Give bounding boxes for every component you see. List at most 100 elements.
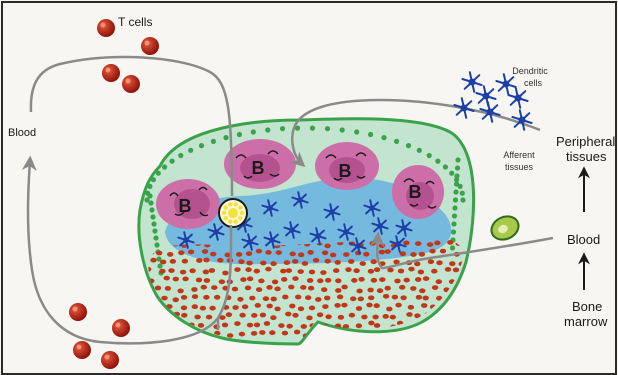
t-cell xyxy=(112,319,130,337)
hev-cell xyxy=(224,206,228,210)
medulla-dot xyxy=(341,285,347,290)
medulla-dot xyxy=(158,321,164,326)
medulla-dot xyxy=(194,315,200,320)
medulla-dot xyxy=(419,252,425,257)
capsule-dot xyxy=(147,184,152,189)
medulla-dot xyxy=(445,267,451,272)
capsule-dot xyxy=(406,143,411,148)
medulla-dot xyxy=(447,240,453,245)
dendritic-cell-peripheral xyxy=(476,86,495,106)
medulla-dot xyxy=(315,331,321,336)
medulla-dot xyxy=(240,277,246,282)
medulla-dot xyxy=(343,252,349,257)
medulla-dot xyxy=(406,312,412,317)
medulla-dot xyxy=(307,278,313,283)
medulla-dot xyxy=(234,267,240,272)
medulla-dot xyxy=(162,330,168,335)
medulla-dot xyxy=(292,276,298,281)
medulla-dot xyxy=(246,251,252,256)
hev-cell xyxy=(234,202,238,206)
medulla-dot xyxy=(276,250,282,255)
medulla-dot xyxy=(165,321,171,326)
medulla-dot xyxy=(408,305,414,310)
medulla-dot xyxy=(404,278,410,283)
medulla-dot xyxy=(414,331,420,336)
capsule-dot xyxy=(178,153,183,158)
high-endothelial-venule xyxy=(219,199,247,227)
capsule-dot xyxy=(435,159,440,164)
medulla-dot xyxy=(214,295,220,300)
capsule-dot xyxy=(354,129,359,134)
t-cell-highlight xyxy=(145,41,150,46)
b-cell-label-left: B xyxy=(179,196,192,216)
medulla-dot xyxy=(260,313,266,318)
medulla-dot xyxy=(161,296,167,301)
medulla-dot xyxy=(280,269,286,274)
medulla-dot xyxy=(247,276,253,281)
medulla-dot xyxy=(423,296,429,301)
medulla-dot xyxy=(298,306,304,311)
t-cell xyxy=(141,37,159,55)
medulla-dot xyxy=(415,277,421,282)
medulla-dot xyxy=(361,315,367,320)
hev-cell xyxy=(228,202,232,206)
medulla-dot xyxy=(282,331,288,336)
medulla-dot xyxy=(270,315,276,320)
medulla-dot xyxy=(458,296,464,301)
capsule-dot xyxy=(310,126,315,131)
label-bone-marrow-line2: marrow xyxy=(564,314,608,329)
hev-cell xyxy=(238,216,242,220)
medulla-dot xyxy=(290,252,296,257)
medulla-dot xyxy=(390,315,396,320)
dendritic-cells-peripheral xyxy=(454,72,531,130)
medulla-dot xyxy=(309,270,315,275)
medulla-dot xyxy=(353,268,359,273)
t-cell-highlight xyxy=(105,355,110,360)
medulla-dot xyxy=(307,250,313,255)
capsule-dot xyxy=(162,164,167,169)
capsule-dot xyxy=(460,191,465,196)
medulla-dot xyxy=(144,321,150,326)
medulla-dot xyxy=(148,306,154,311)
medulla-dot xyxy=(313,258,319,263)
label-blood-right: Blood xyxy=(567,232,600,247)
medulla-dot xyxy=(167,252,173,257)
medulla-dot xyxy=(335,278,341,283)
medulla-dot xyxy=(421,324,427,329)
t-cell xyxy=(101,351,119,369)
medulla-dot xyxy=(242,304,248,309)
medulla-dot xyxy=(255,303,261,308)
capsule-dot xyxy=(251,129,256,134)
medulla-dot xyxy=(245,267,251,272)
capsule-dot xyxy=(451,221,456,226)
medulla-dot xyxy=(367,288,373,293)
medulla-dot xyxy=(174,330,180,335)
medulla-dot xyxy=(219,279,225,284)
medulla-dot xyxy=(377,288,383,293)
medulla-dot xyxy=(292,313,298,318)
medulla-dot xyxy=(245,286,251,291)
medulla-dot xyxy=(432,285,438,290)
t-cell xyxy=(69,303,87,321)
capsule-dot xyxy=(148,200,153,205)
capsule-dot xyxy=(154,242,159,247)
medulla-dot xyxy=(348,259,354,264)
t-cell-highlight xyxy=(126,79,131,84)
medulla-dot xyxy=(211,285,217,290)
medulla-dot xyxy=(325,314,331,319)
medulla-dot xyxy=(181,305,187,310)
label-afferent-line1: Afferent xyxy=(503,150,535,160)
medulla-dot xyxy=(351,278,357,283)
medulla-dot xyxy=(457,333,463,338)
medulla-dot xyxy=(466,305,472,310)
medulla-dot xyxy=(298,252,304,257)
medulla-dot xyxy=(204,278,210,283)
medulla-dot xyxy=(306,316,312,321)
medulla-dot xyxy=(254,269,260,274)
medulla-dot xyxy=(322,250,328,255)
t-cell xyxy=(97,19,115,37)
capsule-dot xyxy=(452,205,457,210)
medulla-dot xyxy=(368,321,374,326)
medulla-dot xyxy=(431,269,437,274)
